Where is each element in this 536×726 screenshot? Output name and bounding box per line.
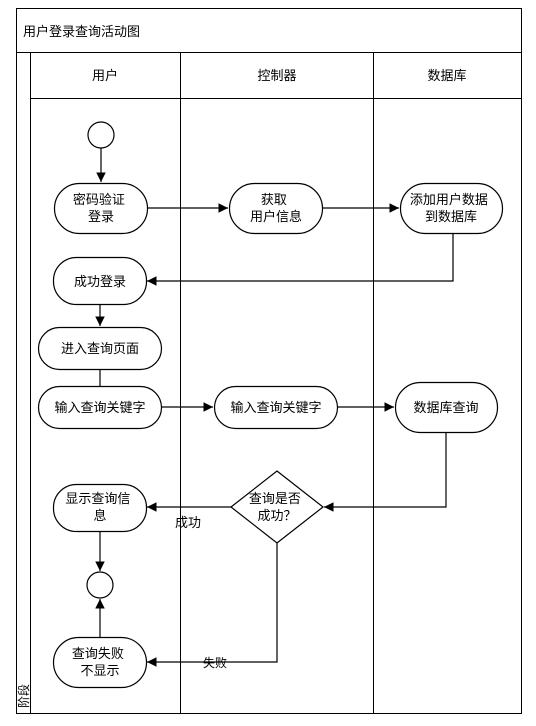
svg-text:密码验证 登录: 密码验证 登录 — [73, 192, 129, 225]
activity-show-info-line1: 显示查询信 — [65, 492, 130, 507]
svg-text:获取 用户信息: 获取 用户信息 — [250, 193, 302, 225]
activity-add-user-db-line1: 添加用户数据 — [410, 192, 488, 208]
activity-db-query-label: 数据库查询 — [413, 400, 478, 416]
pool-label: 阶段 — [16, 684, 31, 708]
lane-label-controller: 控制器 — [257, 69, 296, 84]
edge-dbquery-to-decision — [324, 432, 447, 512]
edge-adddb-to-success — [147, 233, 454, 286]
activity-add-user-db-line2: 到数据库 — [425, 209, 477, 225]
activity-query-fail-line2: 不显示 — [80, 664, 119, 679]
activity-login-success-label: 成功登录 — [74, 275, 126, 290]
svg-text:添加用户数据 到数据库: 添加用户数据 到数据库 — [410, 192, 492, 225]
edge-decision-to-fail — [147, 543, 278, 667]
diagram-frame — [16, 8, 522, 714]
decision-line1: 查询是否 — [249, 492, 301, 507]
activity-password-login-line2: 登录 — [88, 210, 114, 225]
activity-get-user-info — [228, 182, 324, 235]
initial-node — [87, 121, 115, 149]
svg-text:显示查询信 息: 显示查询信 息 — [65, 492, 134, 524]
activity-get-user-info-line2: 用户信息 — [250, 209, 302, 225]
merge-node — [86, 571, 114, 599]
edge-label-fail: 失败 — [203, 655, 227, 670]
activity-password-login-line1: 密码验证 — [73, 192, 125, 208]
activity-password-login — [53, 182, 149, 235]
activity-query-fail-line1: 查询失败 — [72, 647, 124, 662]
activity-input-keyword-user-label: 输入查询关键字 — [54, 400, 145, 416]
activity-add-user-db — [399, 182, 504, 235]
activity-enter-query-page-label: 进入查询页面 — [61, 342, 139, 357]
decision-query-success — [230, 470, 324, 544]
activity-show-info-line2: 息 — [93, 508, 106, 524]
diagram-title: 用户登录查询活动图 — [23, 24, 140, 40]
svg-text:查询是否 成功？: 查询是否 成功？ — [249, 492, 305, 524]
decision-line2: 成功？ — [257, 509, 296, 524]
activity-query-fail — [52, 636, 148, 689]
lane-label-database: 数据库 — [427, 68, 466, 84]
lane-label-user: 用户 — [92, 68, 118, 84]
activity-get-user-info-line1: 获取 — [261, 193, 287, 208]
svg-text:查询失败 不显示: 查询失败 不显示 — [72, 647, 128, 679]
activity-input-keyword-ctrl-label: 输入查询关键字 — [230, 400, 321, 416]
edge-label-success: 成功 — [175, 516, 201, 531]
